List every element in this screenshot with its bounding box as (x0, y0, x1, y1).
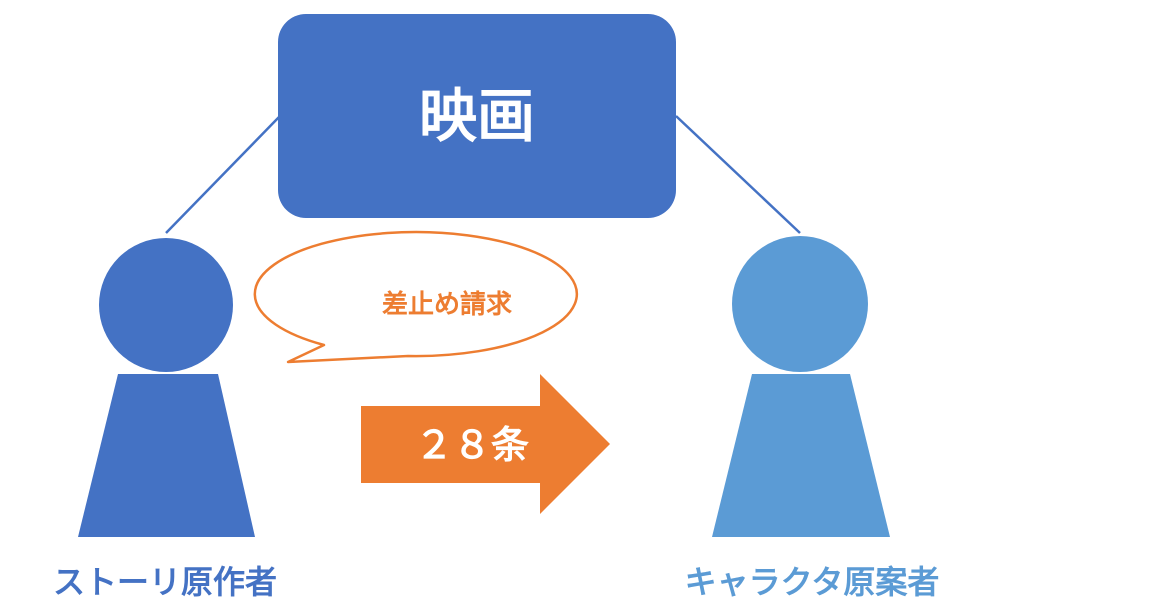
connector-line-right (675, 115, 801, 234)
movie-label: 映画 (419, 82, 535, 150)
arrow-label: ２８条 (415, 423, 529, 467)
speech-bubble-shape (253, 230, 579, 364)
person-body-left (78, 374, 255, 537)
right-person-label: キャラクタ原案者 (685, 563, 940, 601)
person-head-left (99, 238, 233, 372)
article-arrow: ２８条 (361, 374, 610, 514)
person-icon-left (78, 238, 255, 537)
person-body-right (712, 374, 890, 537)
speech-bubble-label: 差止め請求 (382, 289, 512, 320)
person-head-right (732, 236, 868, 372)
speech-bubble: 差止め請求 (253, 230, 579, 364)
left-person-label: ストーリ原作者 (53, 563, 277, 601)
arrow-shape (361, 374, 610, 514)
movie-box (278, 14, 676, 218)
movie-node: 映画 (278, 14, 676, 218)
person-icon-right (712, 236, 890, 537)
connector-line-left (165, 115, 281, 234)
